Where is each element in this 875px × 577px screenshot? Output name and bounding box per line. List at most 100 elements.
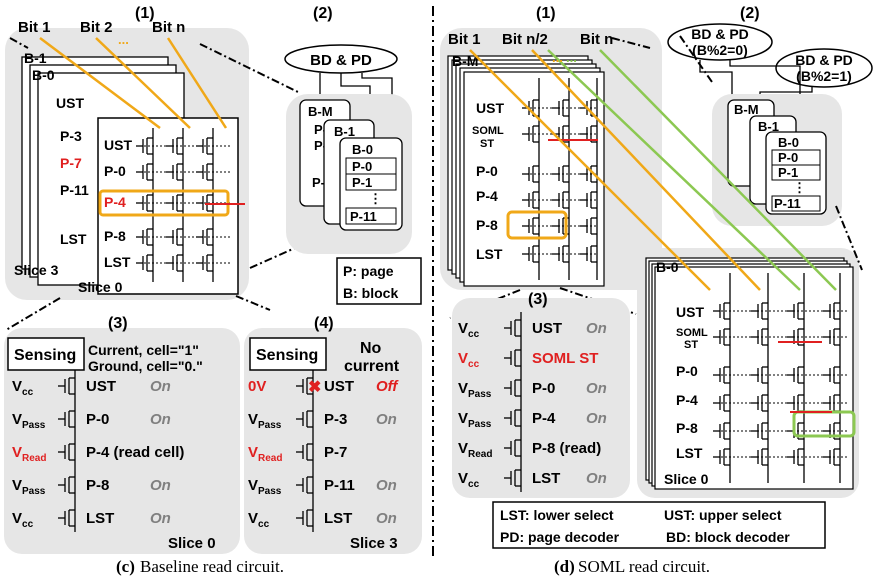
row-label: UST [104,137,132,153]
page-ellipsis: ⋮ [369,191,382,206]
sensing-box [249,337,327,371]
block-label: B-0 [656,259,679,275]
sense-note: Current, cell="1" [88,342,199,358]
svg-text:On: On [150,378,171,395]
svg-text:On: On [586,320,607,337]
row-label-highlight: P-4 [104,194,126,210]
svg-text:LST: LST [86,510,114,527]
bit-ellipsis: ... [566,50,577,65]
svg-text:Off: Off [376,378,399,395]
block-label: B-1 [334,124,355,139]
bitline [547,49,801,291]
row-label: LST [476,246,503,262]
row-label: P-0 [676,363,698,379]
svg-text:On: On [376,477,397,494]
page-label: P-1 [352,175,372,190]
row-label: P-0 [104,163,126,179]
bitline [599,49,837,291]
bitline [469,49,711,291]
svg-text:On: On [586,380,607,397]
row-label: P-3 [60,128,82,144]
svg-text:On: On [586,410,607,427]
row-label: P-4 [676,392,698,408]
slice-label: Slice 0 [168,535,216,552]
row-label-highlight: P-7 [60,155,82,171]
sensing-label: Sensing [14,347,76,364]
svg-text:LST: LST [532,470,560,487]
bit-label: Bit n [152,19,185,36]
svg-text:LST: LST [324,510,352,527]
panel-4-bg [244,328,422,554]
sense-note: current [344,358,400,375]
sense-note: No [360,340,382,357]
sense-note: Ground, cell="0." [88,358,203,374]
connector [9,37,29,49]
front-slice-circuit [136,128,230,282]
svg-text:P-4: P-4 [532,410,556,427]
svg-text:SOML ST: SOML ST [532,350,598,367]
legend-box [336,257,422,305]
row-label: SOML [472,125,504,137]
svg-text:On: On [376,510,397,527]
row-label: LST [60,231,87,247]
sensing-box [7,337,85,371]
legend-block: B: block [343,285,398,301]
legend-lst: LST: lower select [500,507,614,523]
block-label: B-M [734,102,759,117]
slice-stack [447,55,605,287]
page-label: P-11 [774,196,801,211]
connector [235,295,271,311]
legend-ust: UST: upper select [664,507,782,523]
panel-3-number: (3) [528,291,548,308]
slice-label: Slice 3 [14,262,59,278]
wire [699,60,733,98]
svg-text:0V: 0V [248,378,266,395]
connector [679,35,713,83]
legend-bd: BD: block decoder [666,529,790,545]
row-label: P-8 [676,420,698,436]
svg-text:P-0: P-0 [86,411,109,428]
bit-ellipsis: ... [552,50,563,65]
bitline [39,37,161,129]
svg-text:P-7: P-7 [324,444,347,461]
panel-2-number: (2) [740,5,760,22]
decoder-label: (B%2=0) [692,42,748,58]
sensing-label: Sensing [256,347,318,364]
slice-label: Slice 3 [350,535,398,552]
row-label: SOML [676,327,708,339]
block-label: B-0 [32,67,55,83]
bit-label: Bit 1 [448,31,481,48]
panel-1-number: (1) [536,5,556,22]
block-label: B-1 [24,50,47,66]
svg-text:On: On [150,510,171,527]
svg-text:✖: ✖ [308,379,321,396]
svg-text:P-4 (read cell): P-4 (read cell) [86,444,184,461]
page-cell [771,164,821,181]
svg-text:UST: UST [324,378,354,395]
panel-3-bg [4,328,240,554]
block-label: B-1 [758,119,779,134]
decoder-label: BD & PD [310,52,372,69]
page-label: P-1 [778,165,798,180]
page-label: P-0 [778,150,798,165]
decoder-oval-even [667,23,773,61]
panel-3-number: (3) [108,315,128,332]
block-label: B-0 [778,135,799,150]
bit-label: Bit n/2 [502,31,548,48]
legend-pd: PD: page decoder [500,529,620,545]
row-label: LST [104,254,131,270]
svg-text:P-3: P-3 [324,411,347,428]
slice-label: Slice 0 [78,279,123,295]
svg-text:On: On [150,411,171,428]
row-label: LST [676,445,703,461]
block-label: B-0 [352,142,373,157]
svg-text:P-8: P-8 [86,477,109,494]
